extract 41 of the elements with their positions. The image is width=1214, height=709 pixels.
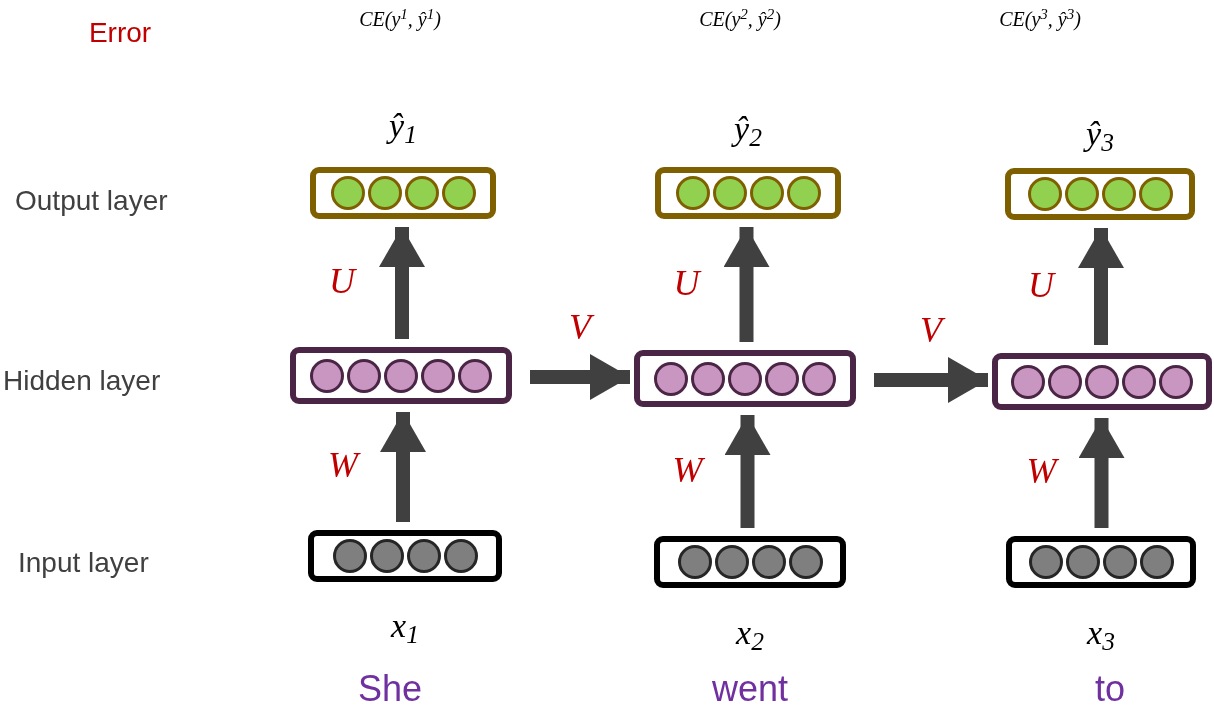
output-symbol: ŷ$_{3}$ (1040, 108, 1160, 159)
vector-box (1006, 536, 1196, 588)
input-word: went (710, 667, 789, 709)
vector-box (310, 167, 496, 219)
arrow (874, 357, 988, 403)
input-word: She (356, 667, 424, 709)
arrow (1078, 228, 1124, 345)
error-label: Error (87, 16, 153, 50)
arrow (723, 227, 770, 342)
edge-label: W (671, 448, 706, 492)
vector-box (634, 350, 856, 407)
edge-label: U (1027, 263, 1057, 307)
layer-label: Output layer (15, 184, 169, 218)
arrow (724, 415, 771, 528)
output-symbol: ŷ$_{2}$ (688, 103, 808, 154)
vector-box (290, 347, 512, 404)
vector-box (1005, 168, 1195, 220)
input-symbol: x$_{3}$ (1085, 613, 1116, 658)
edge-label: W (313, 443, 373, 487)
output-symbol: ŷ$_{1}$ (343, 100, 463, 151)
input-word: to (1094, 667, 1126, 709)
arrow (1078, 418, 1125, 528)
loss-formula: CE(y$^{2}$, ŷ$^{2}$) (698, 4, 782, 33)
arrow (379, 227, 425, 339)
layer-label: Hidden layer (3, 364, 162, 398)
edge-label: U (328, 260, 358, 303)
layer-label: Input layer (18, 546, 150, 580)
arrow (530, 354, 630, 400)
input-symbol: x$_{1}$ (389, 606, 420, 651)
vector-box (655, 167, 841, 219)
vector-box (308, 530, 502, 582)
input-symbol: x$_{2}$ (734, 613, 765, 658)
vector-box (654, 536, 846, 588)
edge-label: U (672, 261, 703, 305)
loss-formula: CE(y$^{3}$, ŷ$^{3}$) (998, 4, 1082, 33)
edge-label: V (901, 308, 961, 352)
edge-label: V (550, 305, 610, 349)
loss-formula: CE(y$^{1}$, ŷ$^{1}$) (358, 4, 442, 33)
vector-box (992, 353, 1212, 410)
arrow (380, 412, 426, 522)
edge-label: W (1025, 450, 1060, 493)
